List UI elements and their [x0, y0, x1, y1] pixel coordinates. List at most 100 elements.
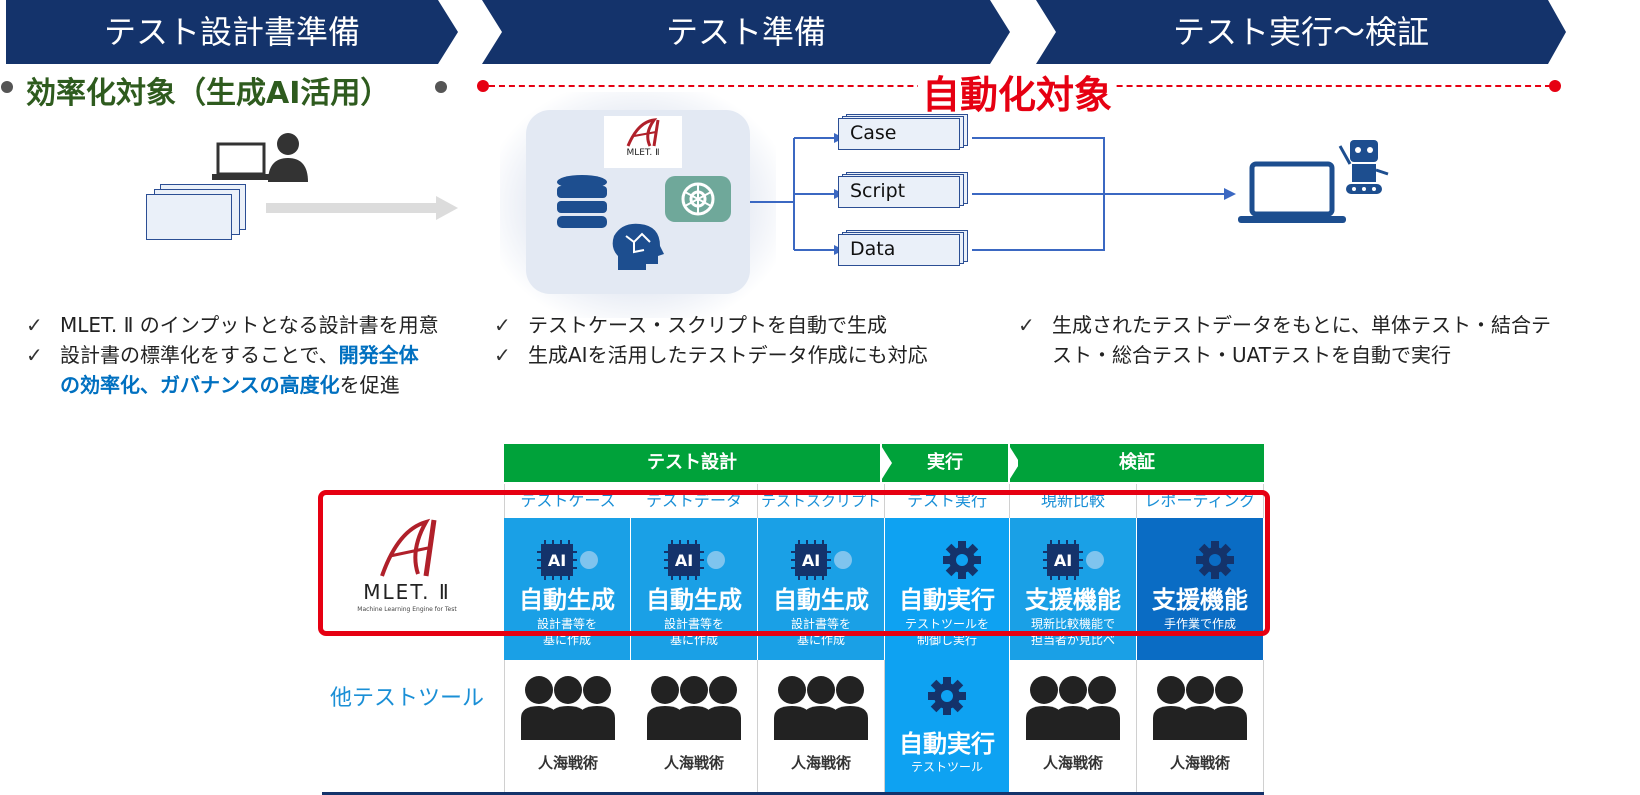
- mlet-cell-test-case: AI 自動生成 設計書等を基に作成: [504, 518, 630, 660]
- logo-subtext: Machine Learning Engine for Test: [357, 606, 457, 613]
- gear-icon: [927, 538, 997, 582]
- cell-caption: 人海戦術: [790, 754, 851, 772]
- gear-icon: [927, 674, 967, 718]
- cell-desc: テストツールを: [904, 617, 989, 631]
- cell-desc: 基に作成: [796, 633, 845, 647]
- cell-desc: テストツール: [910, 760, 983, 774]
- cell-desc: 手作業で作成: [1163, 617, 1236, 631]
- other-tool-label: 他テストツール: [330, 686, 485, 711]
- mlet-row-logo: MLET. Ⅱ Machine Learning Engine for Test: [352, 516, 462, 626]
- cell-desc: 設計書等を: [663, 617, 724, 631]
- cell-desc: 現新比較機能で: [1030, 617, 1115, 631]
- ai-chip-icon: AI: [660, 538, 730, 582]
- data-output-doc: Data: [838, 230, 968, 270]
- other-cell-exec: 自動実行 テストツール: [885, 660, 1009, 792]
- ai-chip-icon: AI: [787, 538, 857, 582]
- red-dot-icon: [1549, 80, 1561, 92]
- bullet-mid-1: ✓テストケース・スクリプトを自動で生成: [494, 313, 887, 337]
- cell-caption: 人海戦術: [663, 754, 724, 772]
- cell-desc: 設計書等を: [790, 617, 851, 631]
- bullet-mid-2: ✓生成AIを活用したテストデータ作成にも対応: [494, 343, 928, 367]
- bullet-left-2: ✓設計書の標準化をすることで、開発全体 の効率化、ガバナンスの高度化を促進: [26, 343, 419, 397]
- cell-desc: 基に作成: [669, 633, 718, 647]
- other-cell: 人海戦術: [1137, 660, 1264, 792]
- other-cell: 人海戦術: [504, 660, 632, 792]
- red-dot-icon: [477, 80, 489, 92]
- cell-title: 自動生成: [646, 586, 742, 614]
- group-header-verify: 検証: [1010, 444, 1264, 482]
- gear-icon: [1180, 538, 1250, 582]
- laptop-icon: [1238, 160, 1346, 226]
- case-output-doc: Case: [838, 114, 968, 154]
- other-cell: 人海戦術: [631, 660, 758, 792]
- cell-desc: 基に作成: [542, 633, 591, 647]
- cell-desc: 制御し実行: [916, 633, 977, 647]
- bullet-dot-icon: [1, 81, 13, 93]
- bullet-right: ✓生成されたテストデータをもとに、単体テスト・結合テ スト・総合テスト・UATテ…: [1018, 313, 1551, 367]
- cell-desc: 設計書等を: [536, 617, 597, 631]
- crowd-people-icon: [647, 670, 741, 740]
- script-output-doc: Script: [838, 172, 968, 212]
- column-header: テストケース: [504, 484, 632, 518]
- svg-text:AI: AI: [802, 551, 820, 570]
- other-cell: 人海戦術: [758, 660, 885, 792]
- column-header: テスト実行: [885, 484, 1010, 518]
- column-header: 現新比較: [1010, 484, 1137, 518]
- bullet-left-1: ✓MLET. Ⅱ のインプットとなる設計書を用意: [26, 313, 439, 337]
- cell-desc: 担当者が見比べ: [1030, 633, 1115, 647]
- column-header: レポーティング: [1137, 484, 1264, 518]
- cell-caption: 人海戦術: [1042, 754, 1103, 772]
- mlet-cell-test-exec: 自動実行 テストツールを制御し実行: [885, 518, 1009, 660]
- phase-chevron-2: テスト準備: [482, 0, 1010, 64]
- svg-text:AI: AI: [1054, 551, 1072, 570]
- phase-label: テスト実行～検証: [1172, 13, 1429, 51]
- ai-chip-icon: AI: [1039, 538, 1109, 582]
- svg-text:AI: AI: [548, 551, 566, 570]
- svg-text:AI: AI: [675, 551, 693, 570]
- person-laptop-icon: [212, 132, 312, 184]
- other-cell: 人海戦術: [1010, 660, 1137, 792]
- connector-lines: [750, 133, 1236, 255]
- flow-arrow-icon: [266, 196, 458, 220]
- group-divider-arrows: [880, 444, 1018, 482]
- cell-title: 支援機能: [1152, 586, 1248, 614]
- phase-chevron-1: テスト設計書準備: [6, 0, 458, 64]
- phase-chevron-3: テスト実行～検証: [1036, 0, 1566, 64]
- database-icon: [555, 174, 609, 230]
- crowd-people-icon: [1026, 670, 1120, 740]
- robot-icon: [1336, 134, 1392, 196]
- output-label: Script: [850, 180, 906, 202]
- cell-title: 支援機能: [1025, 586, 1121, 614]
- automation-title: 自動化対象: [918, 64, 1117, 119]
- crowd-people-icon: [1153, 670, 1247, 740]
- output-label: Data: [850, 238, 896, 260]
- group-header-design: テスト設計: [504, 444, 880, 482]
- phase-label: テスト準備: [665, 13, 826, 51]
- column-header: テストデータ: [631, 484, 758, 518]
- cell-caption: 人海戦術: [1169, 754, 1230, 772]
- mlet-row-highlight: [318, 490, 1270, 636]
- crowd-people-icon: [774, 670, 868, 740]
- ai-brain-head-icon: [610, 222, 664, 272]
- cell-title: 自動生成: [519, 586, 615, 614]
- cell-caption: 人海戦術: [537, 754, 598, 772]
- logo-text: MLET. Ⅱ: [626, 148, 660, 158]
- crowd-people-icon: [521, 670, 615, 740]
- table-bottom-rule: [322, 792, 1264, 795]
- efficiency-title: 効率化対象（生成AI活用）: [26, 76, 391, 111]
- mlet-cell-comparison: AI 支援機能 現新比較機能で担当者が見比べ: [1010, 518, 1136, 660]
- mlet-cell-reporting: 支援機能 手作業で作成: [1137, 518, 1263, 660]
- cell-title: 自動実行: [899, 730, 995, 758]
- group-header-exec: 実行: [882, 444, 1008, 482]
- bullet-dot-icon: [435, 81, 447, 93]
- cell-title: 自動実行: [899, 586, 995, 614]
- mlet-cell-test-data: AI 自動生成 設計書等を基に作成: [631, 518, 757, 660]
- document-stack-icon: [146, 184, 250, 240]
- logo-text: MLET. Ⅱ: [363, 580, 451, 604]
- output-label: Case: [850, 122, 897, 144]
- chatgpt-icon: [665, 176, 731, 222]
- phase-label: テスト設計書準備: [103, 13, 360, 51]
- cell-title: 自動生成: [773, 586, 869, 614]
- ai-chip-icon: AI: [533, 538, 603, 582]
- mlet-logo: MLET. Ⅱ: [604, 116, 682, 168]
